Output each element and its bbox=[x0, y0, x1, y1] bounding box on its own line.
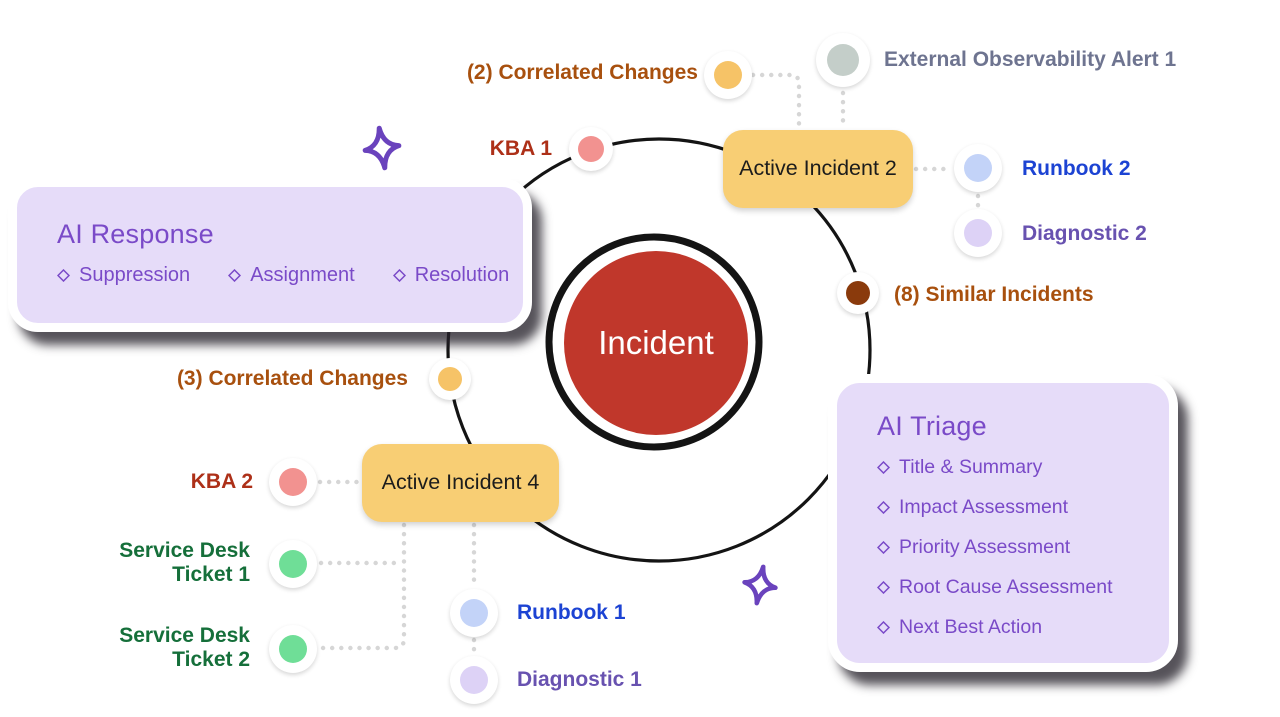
diamond-bullet-icon bbox=[877, 541, 890, 554]
diamond-bullet-icon bbox=[57, 269, 70, 282]
ai-triage-item: Priority Assessment bbox=[877, 536, 1151, 559]
connector-incident4-to-ticket2 bbox=[318, 522, 407, 651]
ai-triage-item-label: Title & Summary bbox=[899, 456, 1043, 478]
ai-response-item-label: Resolution bbox=[414, 264, 510, 286]
external-alert-dot bbox=[816, 33, 870, 87]
diagnostic-2-label: Diagnostic 2 bbox=[1022, 222, 1147, 245]
runbook-1-dot bbox=[450, 589, 498, 637]
similar-incidents-dot bbox=[837, 272, 879, 314]
service-desk-ticket-2-dot bbox=[269, 625, 317, 673]
external-alert-label: External Observability Alert 1 bbox=[884, 48, 1177, 71]
kba-2-label: KBA 2 bbox=[190, 470, 253, 493]
diamond-bullet-icon bbox=[877, 461, 890, 474]
diamond-bullet-icon bbox=[877, 581, 890, 594]
ai-triage-item: Impact Assessment bbox=[877, 496, 1151, 519]
correlated-changes-2-dot bbox=[704, 51, 752, 99]
service-desk-ticket-1-line1: Service Desk bbox=[119, 539, 250, 562]
kba-1-dot bbox=[569, 127, 613, 171]
active-incident-4-card: Active Incident 4 bbox=[362, 444, 559, 522]
ai-response-title: AI Response bbox=[57, 219, 214, 249]
correlated-changes-3-dot bbox=[429, 358, 471, 400]
kba-2-dot bbox=[269, 458, 317, 506]
dotted-connectors bbox=[317, 72, 981, 655]
similar-incidents-label: (8) Similar Incidents bbox=[894, 283, 1094, 306]
ai-response-item-label: Suppression bbox=[79, 264, 191, 286]
service-desk-ticket-1-dot bbox=[269, 540, 317, 588]
ai-triage-item: Title & Summary bbox=[877, 456, 1151, 479]
service-desk-ticket-1-label: Service Desk Ticket 1 bbox=[104, 539, 250, 586]
ai-triage-item: Root Cause Assessment bbox=[877, 576, 1151, 599]
service-desk-ticket-2-label: Service Desk Ticket 2 bbox=[104, 624, 250, 671]
ai-triage-card: AI Triage Title & Summary Impact Assessm… bbox=[828, 374, 1178, 672]
diagnostic-1-dot bbox=[450, 656, 498, 704]
service-desk-ticket-2-line1: Service Desk bbox=[119, 624, 250, 647]
ai-response-card: AI Response Suppression Assignment bbox=[8, 178, 532, 332]
runbook-2-dot bbox=[954, 144, 1002, 192]
connector-correlated2-to-incident2 bbox=[750, 72, 802, 128]
incident-circle bbox=[564, 251, 748, 435]
service-desk-ticket-1-line2: Ticket 1 bbox=[172, 562, 250, 586]
orbit-circle bbox=[446, 137, 872, 563]
ai-triage-item-label: Next Best Action bbox=[899, 616, 1043, 638]
diamond-bullet-icon bbox=[228, 269, 242, 282]
diagnostic-2-dot bbox=[954, 209, 1002, 257]
service-desk-ticket-2-line2: Ticket 2 bbox=[172, 647, 250, 671]
diagnostic-1-label: Diagnostic 1 bbox=[517, 668, 642, 691]
sparkle-icon bbox=[362, 125, 402, 171]
ai-triage-item-label: Impact Assessment bbox=[899, 496, 1069, 518]
runbook-1-label: Runbook 1 bbox=[517, 601, 626, 624]
active-incident-2-card: Active Incident 2 bbox=[723, 130, 913, 208]
correlated-changes-2-label: (2) Correlated Changes bbox=[466, 61, 698, 84]
ai-triage-item-label: Root Cause Assessment bbox=[899, 576, 1113, 598]
ai-triage-item: Next Best Action bbox=[877, 616, 1151, 639]
ai-response-item: Resolution bbox=[392, 264, 510, 287]
sparkle-icon bbox=[742, 564, 778, 606]
ai-response-item-label: Assignment bbox=[250, 264, 355, 286]
diamond-bullet-icon bbox=[877, 621, 890, 634]
diamond-bullet-icon bbox=[392, 269, 406, 282]
ai-triage-title: AI Triage bbox=[877, 411, 987, 441]
kba-1-label: KBA 1 bbox=[489, 137, 552, 160]
ai-response-item: Assignment bbox=[228, 264, 355, 287]
ai-triage-item-label: Priority Assessment bbox=[899, 536, 1071, 558]
correlated-changes-3-label: (3) Correlated Changes bbox=[176, 367, 408, 390]
ai-response-item: Suppression bbox=[57, 264, 190, 287]
diamond-bullet-icon bbox=[877, 501, 890, 514]
incident-center-label: Incident bbox=[598, 324, 714, 361]
runbook-2-label: Runbook 2 bbox=[1022, 157, 1131, 180]
